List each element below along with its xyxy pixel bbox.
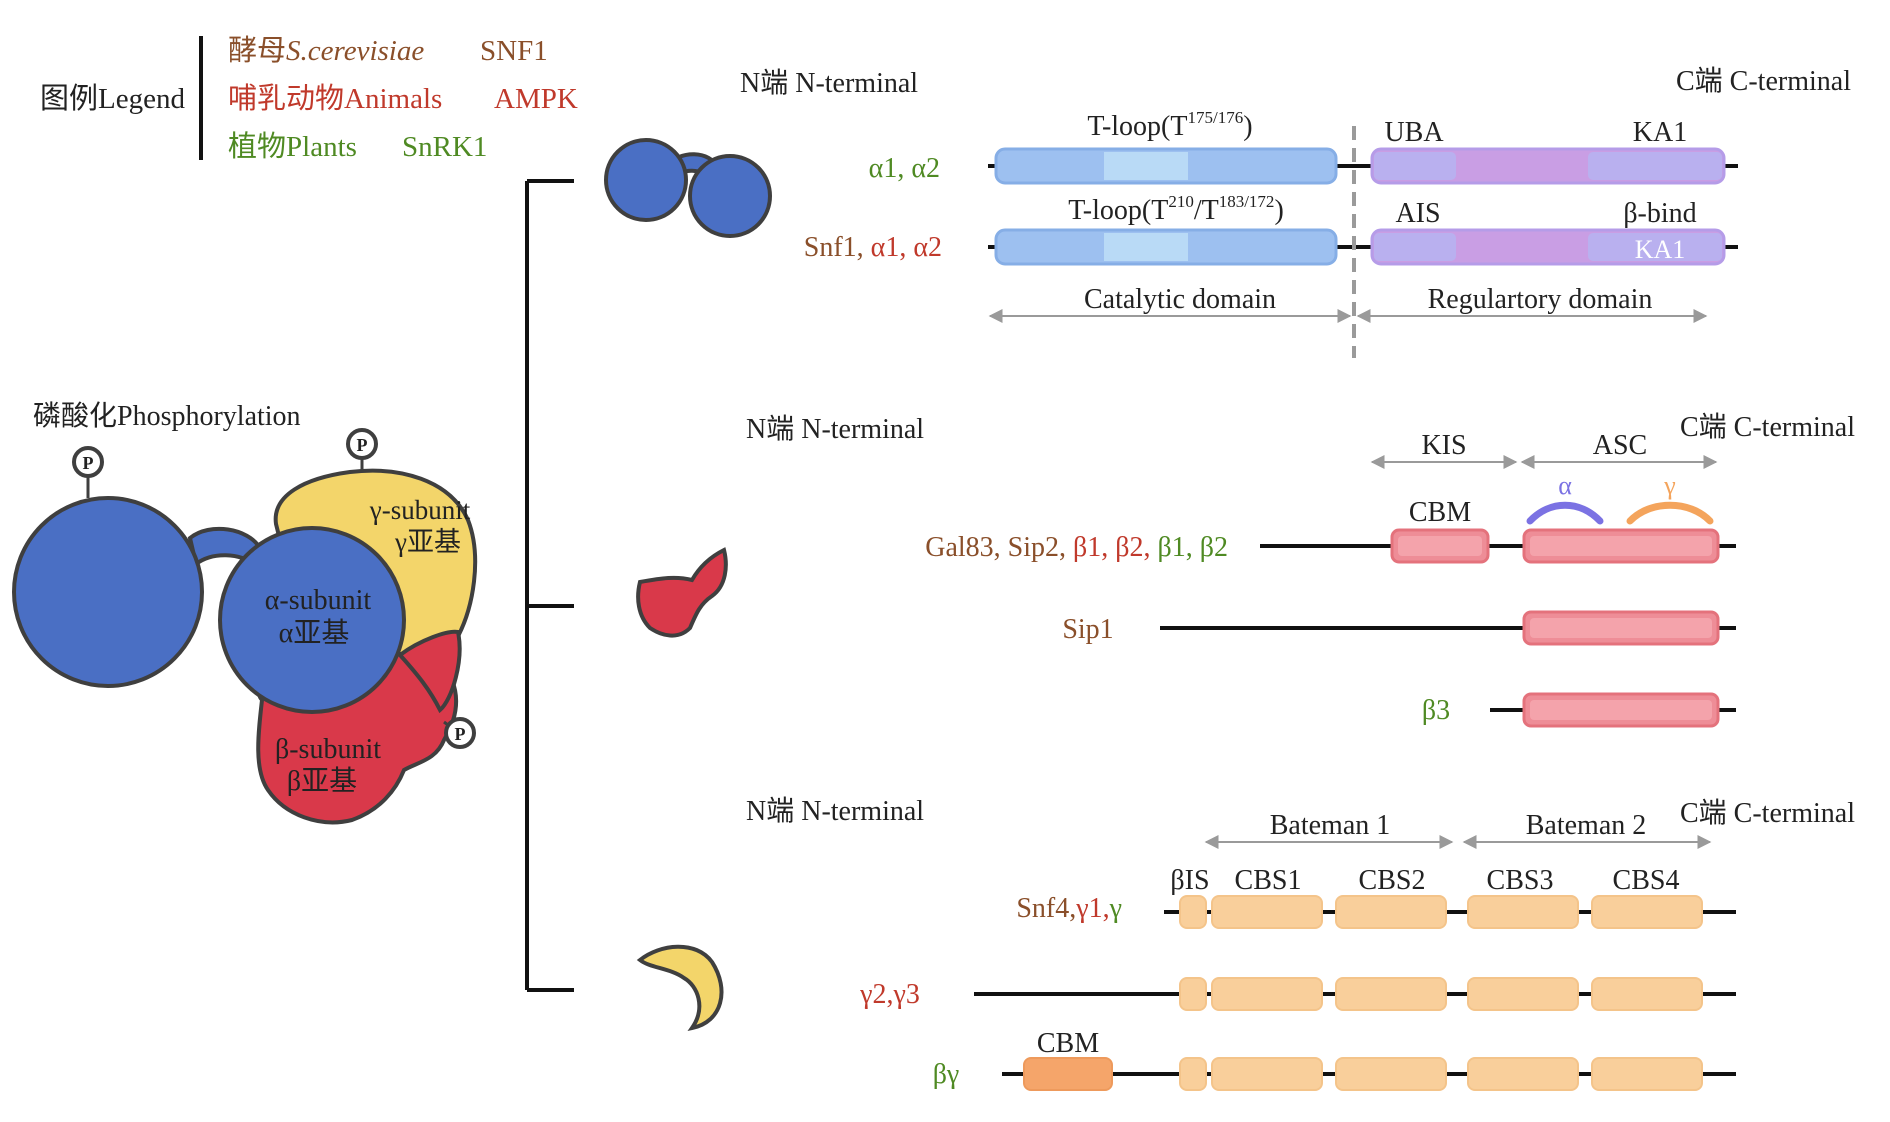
gamma-row3-cbm — [1023, 1057, 1113, 1091]
legend-kinase-snrk1: SnRK1 — [402, 131, 487, 163]
alpha-row1-uba — [1374, 152, 1456, 180]
cbs4-label: CBS4 — [1613, 865, 1680, 896]
beta-icon — [636, 547, 728, 638]
alpha-row2-ka1-label: KA1 — [1635, 235, 1686, 264]
gamma-row3-cbs3 — [1467, 1057, 1579, 1091]
alpha-row2-ais-label: AIS — [1395, 198, 1440, 229]
gamma-row2-bis — [1179, 977, 1207, 1011]
svg-text:P: P — [83, 453, 94, 473]
beta-row2-name: Sip1 — [1062, 614, 1113, 645]
beta-c-terminal: C端 C-terminal — [1680, 411, 1855, 443]
gamma-row2-cbs2 — [1335, 977, 1447, 1011]
beta-n-terminal: N端 N-terminal — [746, 413, 924, 445]
catalytic-domain-label: Catalytic domain — [1084, 284, 1276, 315]
svg-text:P: P — [455, 724, 466, 744]
asc-gamma-binding-label: γ — [1663, 471, 1676, 500]
phosphorylation-label: 磷酸化Phosphorylation — [33, 400, 301, 432]
beta-subunit-label-cn: β亚基 — [287, 765, 357, 797]
alpha-subunit-label-cn: α亚基 — [279, 617, 350, 649]
cbs3-label: CBS3 — [1487, 865, 1554, 896]
phosphate-marker-alpha — [72, 446, 104, 478]
gamma-subunit-panel: N端 N-terminal C端 C-terminal Bateman 1 Ba… — [746, 795, 1855, 1091]
alpha-row1-tloop — [1104, 152, 1188, 180]
asc-alpha-binding-label: α — [1558, 471, 1572, 500]
gamma-n-terminal: N端 N-terminal — [746, 795, 924, 827]
alpha-subunit-panel: N端 N-terminal C端 C-terminal α1, α2 T-loo… — [740, 65, 1851, 358]
gamma-row3-cbs1 — [1211, 1057, 1323, 1091]
alpha-row2-tloop-label: T-loop(T210/T183/172) — [1068, 192, 1284, 226]
alpha-subunit-label-en: α-subunit — [265, 585, 372, 616]
gamma-row2-cbs4 — [1591, 977, 1703, 1011]
legend-kinase-ampk: AMPK — [494, 83, 578, 115]
legend-row-plants: 植物Plants — [228, 130, 357, 163]
bis-label: βIS — [1170, 865, 1209, 896]
alpha-row2-ais — [1374, 233, 1456, 261]
gamma-row3-bis — [1179, 1057, 1207, 1091]
gamma-row2-cbs1 — [1211, 977, 1323, 1011]
beta-subunit-panel: N端 N-terminal C端 C-terminal KIS ASC CBM … — [746, 411, 1855, 728]
beta-subunit-label-en: β-subunit — [275, 734, 381, 765]
svg-text:P: P — [357, 435, 368, 455]
alpha-c-terminal: C端 C-terminal — [1676, 65, 1851, 97]
cbs2-label: CBS2 — [1359, 865, 1426, 896]
gamma-row1-cbs3 — [1467, 895, 1579, 929]
alpha-row1-ka1 — [1588, 152, 1722, 180]
gamma-row1-bis — [1179, 895, 1207, 929]
gamma-row2-cbs3 — [1467, 977, 1579, 1011]
gamma-icon — [636, 944, 724, 1031]
legend-row-yeast: 酵母S.cerevisiae — [228, 35, 424, 67]
alpha-row1-tloop-label: T-loop(T175/176) — [1087, 108, 1252, 142]
gamma-subunit-label-cn: γ亚基 — [394, 527, 461, 557]
gamma-row1-name: Snf4,γ1,γ — [1016, 893, 1122, 924]
gamma-row2-name: γ2,γ3 — [859, 979, 920, 1010]
beta-row1-name: Gal83, Sip2, β1, β2, β1, β2 — [925, 532, 1228, 563]
alpha-row2-tloop — [1104, 233, 1188, 261]
alpha-subunit-shape — [218, 526, 406, 714]
legend-kinase-snf1: SNF1 — [480, 35, 548, 67]
phosphate-marker-beta — [444, 717, 476, 749]
gamma-row3-cbm-label: CBM — [1037, 1028, 1099, 1059]
gamma-c-terminal: C端 C-terminal — [1680, 797, 1855, 829]
alpha-row2-name: Snf1, α1, α2 — [804, 232, 942, 263]
cbs1-label: CBS1 — [1235, 865, 1302, 896]
beta-cbm-label: CBM — [1409, 497, 1471, 528]
alpha-icon — [604, 138, 772, 238]
gamma-row3-name: βγ — [933, 1059, 960, 1090]
regulatory-domain-label: Regulartory domain — [1428, 284, 1653, 315]
gamma-row3-cbs4 — [1591, 1057, 1703, 1091]
kis-label: KIS — [1421, 430, 1466, 461]
alpha-row2-bbind-label: β-bind — [1623, 198, 1696, 229]
alpha-row1-uba-label: UBA — [1384, 117, 1444, 148]
gamma-row3-cbs2 — [1335, 1057, 1447, 1091]
bateman2-label: Bateman 2 — [1526, 810, 1647, 841]
gamma-subunit-label-en: γ-subunit — [369, 495, 471, 525]
gamma-row1-cbs2 — [1335, 895, 1447, 929]
gamma-row1-cbs4 — [1591, 895, 1703, 929]
alpha-row1-name: α1, α2 — [869, 153, 940, 184]
phosphate-marker-gamma — [346, 428, 378, 460]
asc-label: ASC — [1593, 430, 1647, 461]
alpha-row2-ka1 — [1588, 233, 1722, 261]
legend: 图例Legend 酵母S.cerevisiae SNF1 哺乳动物Animals… — [40, 35, 578, 163]
alpha-kinase-lobe — [12, 496, 204, 688]
bateman1-label: Bateman 1 — [1270, 810, 1391, 841]
legend-title: 图例Legend — [40, 82, 185, 115]
legend-row-animals: 哺乳动物Animals — [228, 82, 442, 115]
beta-row3-name: β3 — [1422, 695, 1450, 726]
heterotrimer-complex: 磷酸化Phosphorylation P P P γ-subunit γ亚基 α… — [12, 400, 478, 825]
gamma-row1-cbs1 — [1211, 895, 1323, 929]
alpha-n-terminal: N端 N-terminal — [740, 67, 918, 99]
subunit-bracket — [525, 179, 574, 992]
alpha-row1-ka1-label: KA1 — [1633, 117, 1687, 148]
